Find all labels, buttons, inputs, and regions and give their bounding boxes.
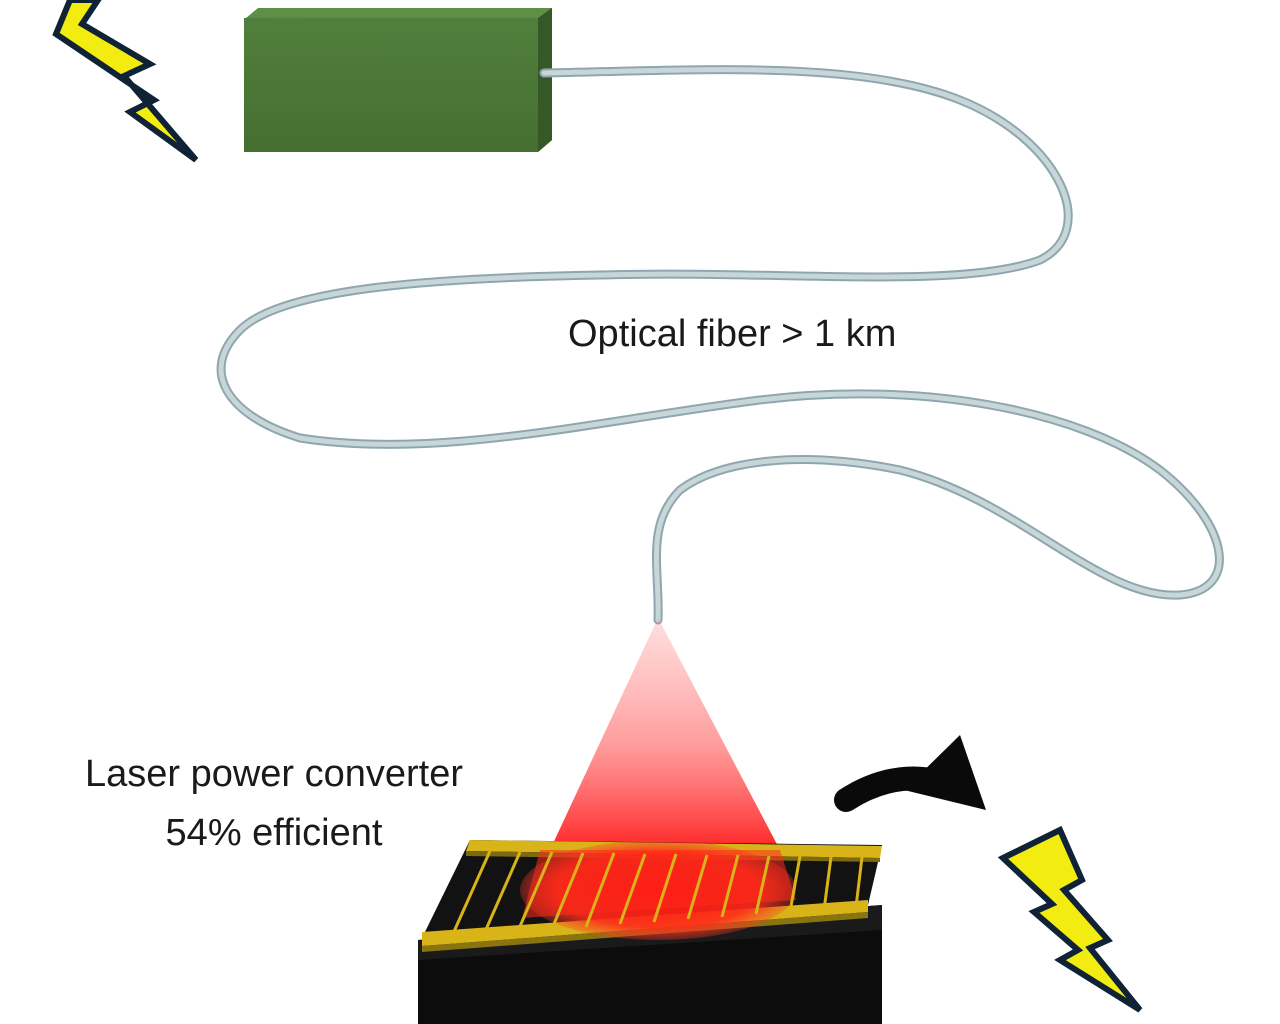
converter-label-line2: 54% efficient: [166, 812, 383, 854]
optical-fiber: [216, 65, 1224, 625]
laser-beam-cone: [550, 618, 780, 850]
laser-source-box: [244, 8, 552, 152]
lightning-bolt-icon: [997, 825, 1143, 1013]
converter-label-line1: Laser power converter: [85, 753, 463, 795]
fiber-label: Optical fiber > 1 km: [568, 313, 896, 355]
gold-finger-contacts: [450, 850, 864, 937]
lightning-bolt-icon: [52, 0, 199, 163]
laser-spot: [520, 840, 796, 940]
curved-arrow-icon: [834, 735, 986, 812]
